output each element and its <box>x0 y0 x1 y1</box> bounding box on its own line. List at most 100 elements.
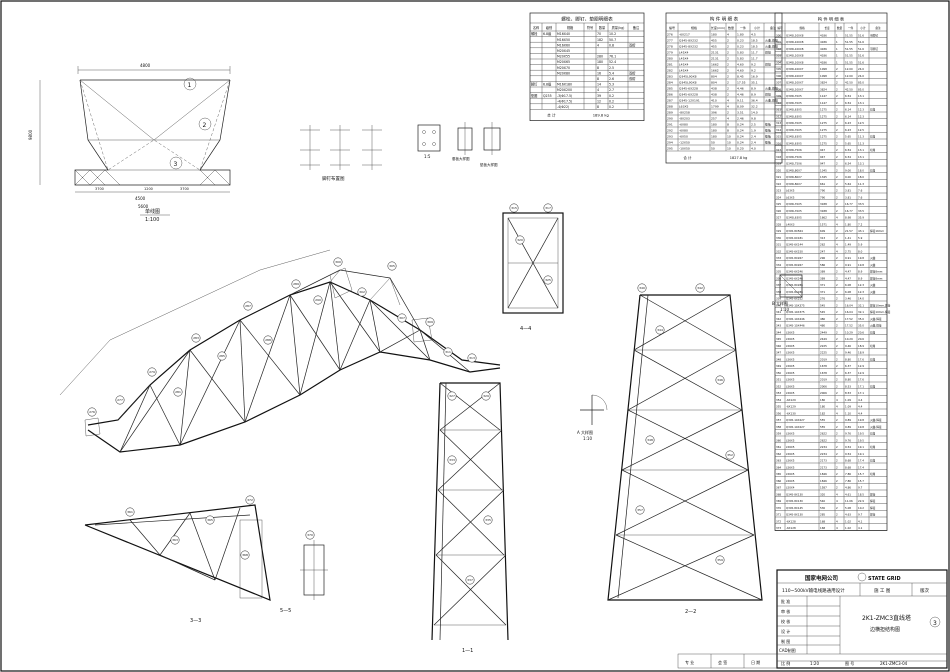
parts-b-cell: 361 <box>776 445 781 449</box>
parts-b-cell: 661 <box>820 182 825 186</box>
parts-a-cell: 804 <box>711 81 717 85</box>
parts-a-cell: 279 <box>667 51 673 55</box>
parts-b-cell: 18.5 <box>858 492 864 496</box>
parts-a-cell: 396 <box>711 111 717 115</box>
parts-b-cell: 2 <box>836 195 838 199</box>
parts-b-cell: 火曲,焊接 <box>870 317 882 321</box>
parts-a-cell: 1.9 <box>751 129 756 133</box>
parts-b-cell: 焊接10mm,焊接 <box>870 310 891 314</box>
parts-b-cell: 1275 <box>820 141 827 145</box>
parts-b-cell: 4.4 <box>858 405 863 409</box>
parts-b-cell: 326 <box>776 209 781 213</box>
parts-b-cell: 1678 <box>820 371 827 375</box>
parts-a-cell: 2.4 <box>751 141 756 145</box>
parts-b-cell: 316 <box>776 141 781 145</box>
bolt-table-cell: Q235 <box>543 94 552 98</box>
parts-a-cell: 455 <box>711 45 717 49</box>
parts-a-cell: 36.4 <box>751 99 758 103</box>
parts-b-cell: 370 <box>776 506 781 510</box>
plan-scale: 1:100 <box>145 217 159 223</box>
parts-b-cell: 2 <box>836 148 838 152</box>
bolt-table-cell: -4(Φ22) <box>557 105 569 109</box>
parts-b-cell: 1 <box>836 60 838 64</box>
parts-b-cell: 51.6 <box>858 54 864 58</box>
parts-b-cell: Q345L100X7 <box>786 74 804 78</box>
parts-b-cell: 2 <box>836 452 838 456</box>
parts-b-cell: Q345-6X252 <box>786 297 803 301</box>
parts-b-cell: 324 <box>776 195 781 199</box>
parts-b-cell: Q345-10X375 <box>786 310 805 314</box>
plan-dim-top: 4800 <box>140 63 151 68</box>
part-tag-label: 300 <box>335 260 341 264</box>
parts-b-cell: 18.9 <box>858 344 864 348</box>
bolt-table-cell: 12 <box>597 99 601 103</box>
parts-a-cell: 11.7 <box>751 51 758 55</box>
parts-a-cell: 10 <box>727 147 731 151</box>
parts-b-cell: L56X5 <box>786 479 795 483</box>
big-a-scale: 1:10 <box>583 436 592 441</box>
parts-a-cell: 2.5 <box>751 123 756 127</box>
part-tag-circle <box>125 507 135 517</box>
detail-label-a: 垂板大样图 <box>452 156 470 161</box>
parts-b-cell: 9.7 <box>858 486 863 490</box>
bolt-table-cell: 39 <box>597 94 601 98</box>
part-tag-circle <box>240 550 250 560</box>
parts-a-cell: 286 <box>667 93 673 97</box>
parts-a-cell: 282 <box>667 69 673 73</box>
parts-b-cell: 焊接8mm <box>870 270 883 274</box>
parts-a-cell: -6X50 <box>679 135 688 139</box>
parts-a-cell: 18.5 <box>751 45 758 49</box>
parts-a-cell: 0.23 <box>737 39 744 43</box>
parts-b-cell: 9.89 <box>845 425 851 429</box>
parts-b-cell: L50X4 <box>786 486 795 490</box>
title-block: 国家电网公司 STATE GRID 110~500kV输电线路通用设计 施 工 … <box>776 569 948 669</box>
parts-b-cell: 2 <box>836 445 838 449</box>
parts-b-cell: 8.9 <box>858 276 863 280</box>
parts-b-cell: Q345L100X8 <box>786 40 804 44</box>
parts-a-cell: 垫板 <box>765 128 771 133</box>
parts-b-cell: 309 <box>776 94 781 98</box>
parts-b-cell: 2449 <box>820 330 827 334</box>
parts-b-cell: Q345-10X227 <box>786 425 805 429</box>
part-tag-circle <box>465 575 475 585</box>
parts-b-cell: 2 <box>836 81 838 85</box>
part-tag-circle <box>243 301 253 311</box>
parts-b-cell: 带脚钉 <box>870 33 878 37</box>
part-tag-circle <box>397 313 407 323</box>
parts-b-cell: 310 <box>776 101 781 105</box>
parts-b-cell: 304 <box>776 60 781 64</box>
parts-a-cell: 50 <box>711 147 715 151</box>
parts-b-cell: 480 <box>820 317 825 321</box>
parts-b-cell: 2 <box>836 67 838 71</box>
parts-b-cell: 3.81 <box>845 195 851 199</box>
part-tag-circle <box>291 279 301 289</box>
part-tag-label: 348 <box>647 438 653 442</box>
bolt-table-cell: 垫圈 <box>531 93 537 98</box>
parts-b-cell: 21.57 <box>845 229 853 233</box>
parts-b-cell: 8.80 <box>845 378 851 382</box>
plan-dim-left: 9800 <box>28 129 33 140</box>
parts-a-cell: 4 <box>727 33 729 37</box>
parts-b-cell: 9.54 <box>845 445 851 449</box>
parts-b-cell: L56X5 <box>786 472 795 476</box>
bolt-table-total-label: 合 计 <box>547 113 556 118</box>
parts-b-cell: 2 <box>836 283 838 287</box>
part-tag-label: 289 <box>293 282 299 286</box>
parts-b-cell: 1.02 <box>845 526 851 530</box>
parts-b-cell: 4.4 <box>858 398 863 402</box>
parts-b-cell: L56X5 <box>786 452 795 456</box>
parts-b-cell: 13.1 <box>858 155 864 159</box>
parts-b-cell: Q345-8X286 <box>786 283 803 287</box>
parts-b-cell: 2 <box>836 479 838 483</box>
tb-role-5: CAD制图 <box>779 647 796 653</box>
parts-a-cell: 283 <box>667 75 673 79</box>
bolt-table-cell: 16 <box>597 71 601 75</box>
parts-a-cell: 293 <box>667 135 673 139</box>
parts-b-cell: Q345L70X5 <box>786 209 802 213</box>
part-tag-circle <box>313 295 323 305</box>
parts-b-cell: 5.64 <box>845 182 851 186</box>
tb-role-4: 制 图 <box>781 638 790 644</box>
parts-b-cell: 545 <box>820 310 825 314</box>
parts-b-cell: 2 <box>836 425 838 429</box>
parts-b-cell: 300 <box>776 33 781 37</box>
